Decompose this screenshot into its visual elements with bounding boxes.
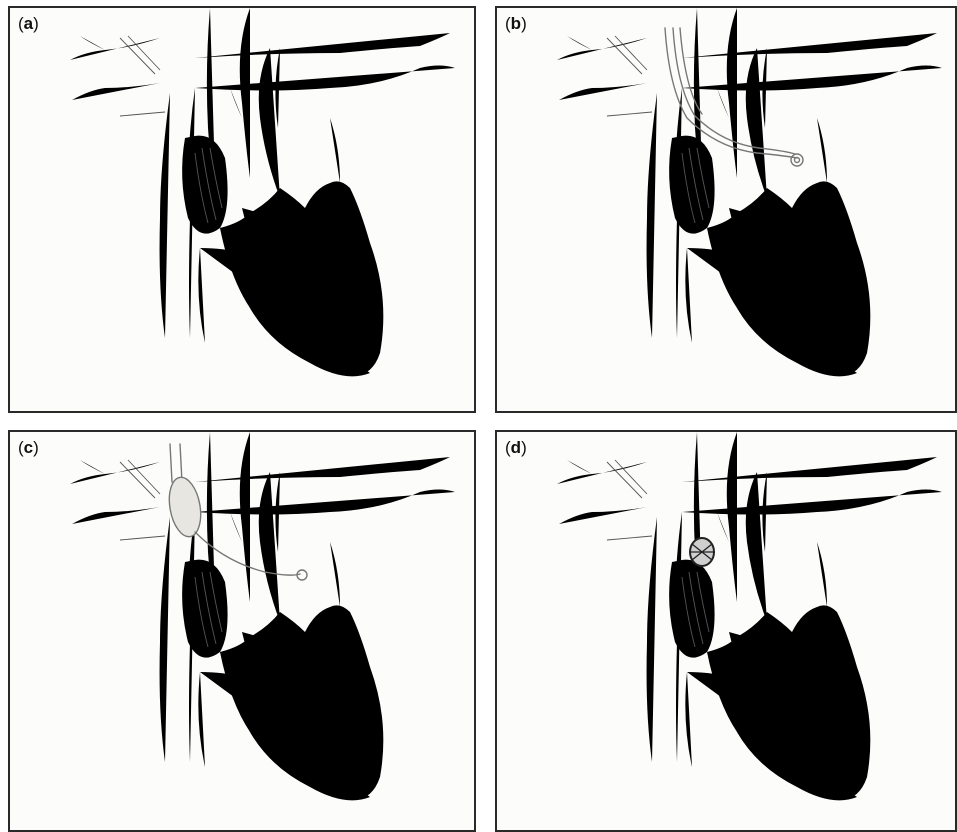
heart-diagram-b: [497, 8, 957, 413]
panel-a: (a): [8, 6, 476, 413]
panel-c: (c): [8, 430, 476, 832]
heart-diagram-d: [497, 432, 957, 832]
heart-diagram-c: [10, 432, 476, 832]
heart-diagram-a: [10, 8, 476, 413]
panel-b: (b): [495, 6, 957, 413]
occluder-device: [690, 538, 714, 566]
panel-d: (d): [495, 430, 957, 832]
